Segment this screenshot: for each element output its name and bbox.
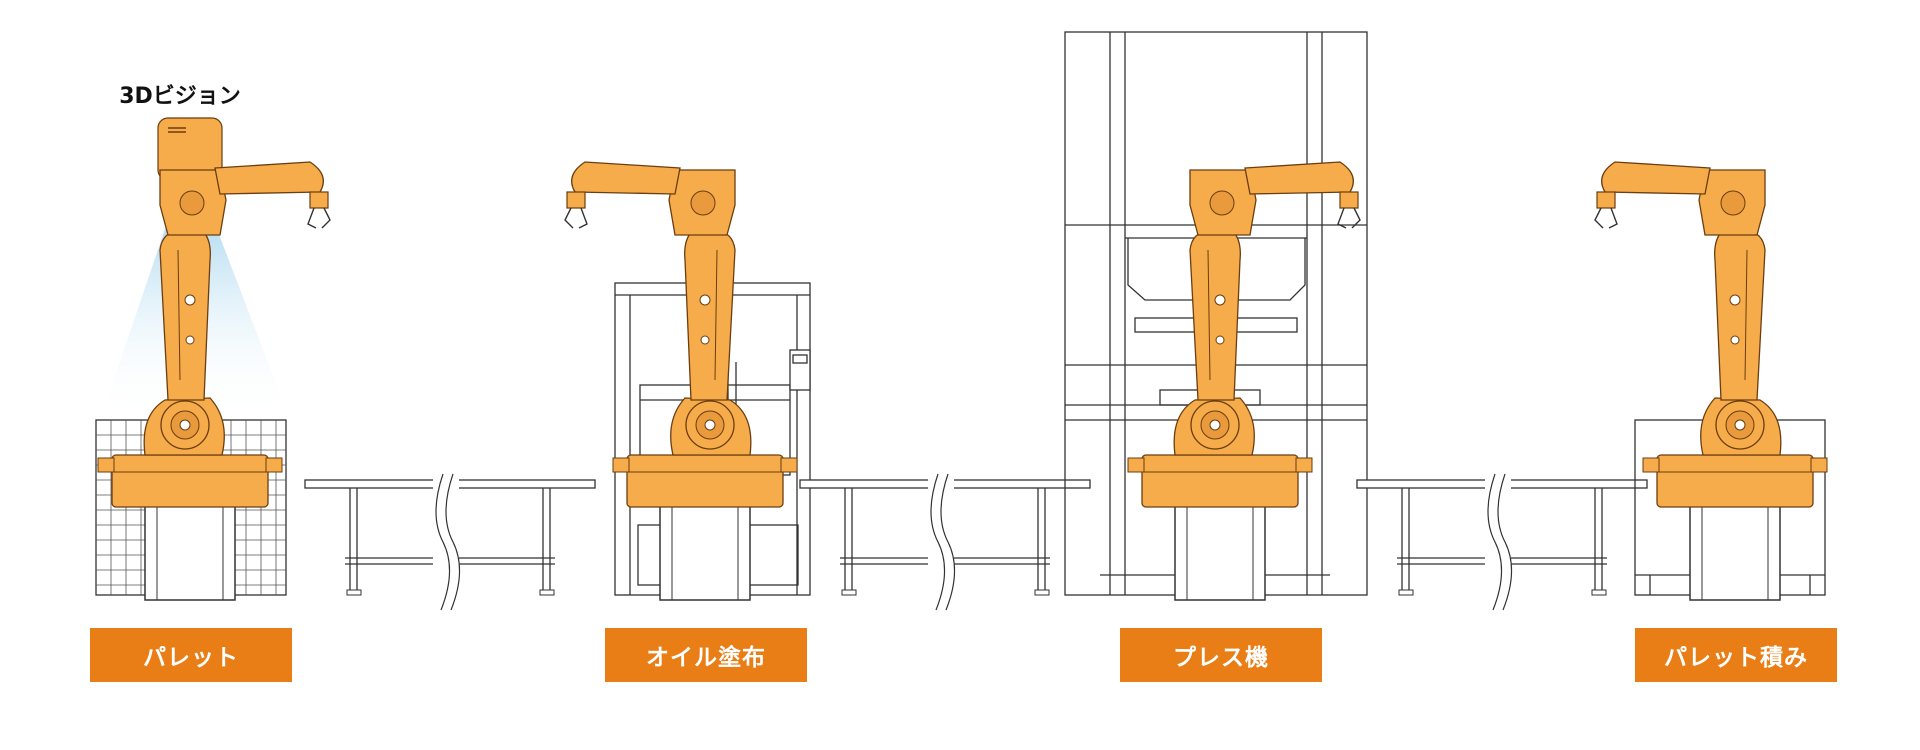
- station-label-pallet: パレット: [90, 628, 292, 682]
- station-label-oil-coating: オイル塗布: [605, 628, 807, 682]
- vision-title: 3Dビジョン: [119, 84, 241, 109]
- robot-arm-2: [564, 161, 798, 601]
- conveyor-1: [304, 471, 596, 613]
- robot-arm-3: [1127, 161, 1361, 601]
- robot-arm-4: [1594, 161, 1828, 601]
- oil-coating-station: [564, 161, 811, 601]
- conveyor-2: [799, 471, 1091, 613]
- pallet-stacking-station: [1594, 161, 1828, 601]
- station-label-press: プレス機: [1120, 628, 1322, 682]
- press-machine-station: [1064, 31, 1368, 601]
- station-label-stacking: パレット積み: [1635, 628, 1837, 682]
- conveyor-3: [1356, 471, 1648, 613]
- pallet-station: [95, 117, 331, 601]
